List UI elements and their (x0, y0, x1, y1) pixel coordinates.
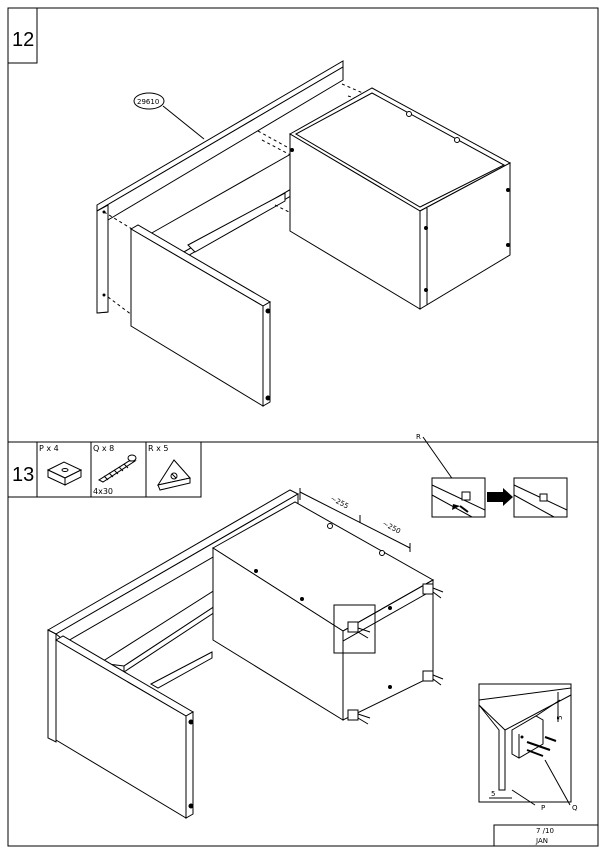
detail-dim-5a: 5 (556, 716, 564, 720)
cabinet-box (212, 501, 435, 721)
back-rail (149, 651, 213, 689)
parts-table: P x 4 Q x 8 4x30 R x 5 (36, 441, 202, 498)
page-number: 7 /10 (536, 827, 554, 835)
footer: 7 /10 JAN (493, 824, 599, 847)
corner-connector-icon (156, 459, 191, 491)
cam-blocks (347, 583, 444, 725)
step-12-number: 12 (12, 29, 34, 51)
step-13: 13 P x 4 Q x 8 4x30 (7, 433, 578, 819)
side-panel (55, 635, 194, 819)
dimension-lines (299, 488, 411, 552)
product-name: JAN (535, 837, 548, 845)
detail-label-q: Q (572, 804, 578, 812)
back-panel (46, 489, 300, 743)
callout-r-label: R (416, 433, 421, 441)
arrow-icon (487, 488, 513, 506)
back-panel (96, 60, 344, 314)
part-p-label: P x 4 (39, 444, 59, 453)
page-border (7, 7, 599, 847)
side-panel (130, 224, 271, 407)
part-q-size: 4x30 (93, 487, 113, 496)
part-r-label: R x 5 (148, 444, 168, 453)
connector-detail: R (416, 433, 568, 518)
cabinet-box (288, 87, 512, 310)
cam-block-icon (46, 461, 83, 486)
cam-detail: 5 5 P Q (478, 683, 578, 812)
part-callout-bubble (133, 92, 165, 110)
step-13-number: 13 (12, 464, 34, 486)
detail-dim-5b: 5 (491, 790, 495, 798)
screw-icon (97, 454, 137, 483)
dimension-2: ∼250 (381, 520, 402, 536)
part-q-label: Q x 8 (93, 444, 114, 453)
detail-marker (333, 604, 376, 654)
back-rail (187, 192, 286, 253)
part-callout-leader (162, 105, 205, 140)
step-12-box (7, 7, 38, 64)
step-13-box (7, 441, 38, 498)
step-12: 12 29610 (7, 7, 512, 407)
detail-label-p: P (541, 804, 545, 812)
part-callout-number: 29610 (137, 98, 159, 106)
